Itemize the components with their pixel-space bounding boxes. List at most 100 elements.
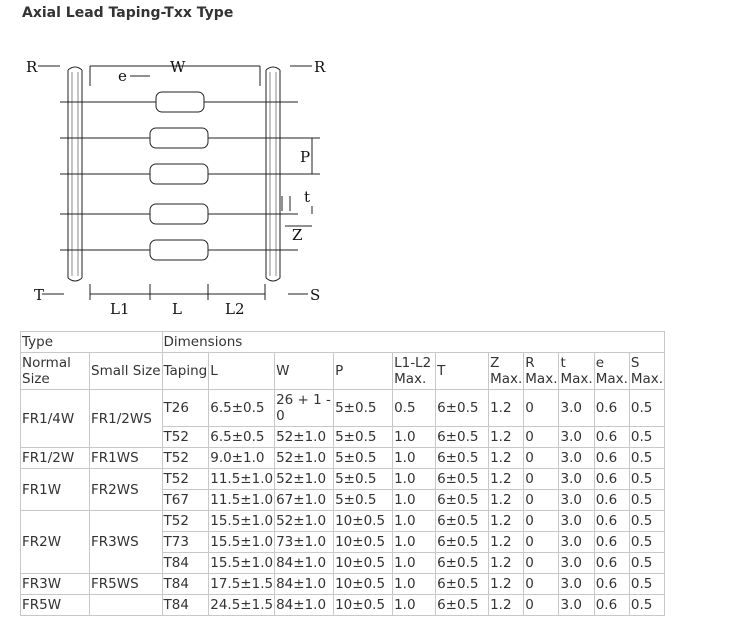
cell-normal-size: FR1/2W <box>20 447 90 469</box>
cell-s: 0.5 <box>628 573 666 595</box>
header-normal-size: Normal Size <box>20 352 90 390</box>
cell-l: 15.5±1.0 <box>208 552 276 574</box>
cell-e: 0.6 <box>593 573 630 595</box>
cell-w: 84±1.0 <box>274 552 335 574</box>
cell-s: 0.5 <box>628 468 666 490</box>
cell-l: 6.5±0.5 <box>208 426 276 448</box>
cell-s: 0.5 <box>628 531 666 553</box>
cell-p: 5±0.5 <box>333 447 394 469</box>
cell-e: 0.6 <box>593 531 630 553</box>
cell-z: 1.2 <box>488 426 525 448</box>
cell-t: 3.0 <box>558 489 595 511</box>
cell-r: 0 <box>523 510 560 532</box>
cell-z: 1.2 <box>488 468 525 490</box>
cell-r: 0 <box>523 594 560 616</box>
label-t: T <box>34 286 44 304</box>
cell-small-size: FR3WS <box>89 510 163 574</box>
label-l: L <box>172 300 182 318</box>
cell-w: 84±1.0 <box>274 573 335 595</box>
cell-l1l2: 1.0 <box>392 594 437 616</box>
cell-l1l2: 0.5 <box>392 389 437 427</box>
cell-l1l2: 1.0 <box>392 552 437 574</box>
cell-taping: T52 <box>161 468 210 490</box>
cell-l: 11.5±1.0 <box>208 468 276 490</box>
label-p: P <box>300 148 310 166</box>
cell-l: 17.5±1.5 <box>208 573 276 595</box>
cell-w: 73±1.0 <box>274 531 335 553</box>
header-row-2: Normal Size Small Size Taping L W P L1-L… <box>20 352 666 390</box>
cell-t: 6±0.5 <box>435 426 490 448</box>
label-l1: L1 <box>110 300 130 318</box>
cell-small-size: FR1/2WS <box>89 389 163 448</box>
cell-t: 6±0.5 <box>435 573 490 595</box>
label-e: e <box>118 67 127 85</box>
header-dimensions: Dimensions <box>161 331 666 353</box>
cell-p: 5±0.5 <box>333 489 394 511</box>
cell-l1l2: 1.0 <box>392 573 437 595</box>
cell-s: 0.5 <box>628 510 666 532</box>
cell-e: 0.6 <box>593 447 630 469</box>
cell-r: 0 <box>523 489 560 511</box>
cell-normal-size: FR2W <box>20 510 90 574</box>
cell-small-size <box>89 594 163 616</box>
label-l2: L2 <box>225 300 245 318</box>
cell-p: 5±0.5 <box>333 468 394 490</box>
cell-t: 6±0.5 <box>435 531 490 553</box>
header-s: S Max. <box>628 352 666 390</box>
cell-r: 0 <box>523 552 560 574</box>
cell-z: 1.2 <box>488 510 525 532</box>
cell-t: 3.0 <box>558 426 595 448</box>
cell-w: 67±1.0 <box>274 489 335 511</box>
label-s: S <box>310 286 320 304</box>
header-t-small: t Max. <box>558 352 595 390</box>
cell-t: 6±0.5 <box>435 447 490 469</box>
header-r: R Max. <box>523 352 560 390</box>
header-l: L <box>208 352 276 390</box>
cell-p: 10±0.5 <box>333 573 394 595</box>
cell-t: 3.0 <box>558 594 595 616</box>
cell-r: 0 <box>523 531 560 553</box>
cell-l1l2: 1.0 <box>392 489 437 511</box>
cell-t: 3.0 <box>558 531 595 553</box>
cell-normal-size: FR3W <box>20 573 90 595</box>
cell-r: 0 <box>523 426 560 448</box>
cell-r: 0 <box>523 447 560 469</box>
cell-l1l2: 1.0 <box>392 426 437 448</box>
cell-t: 6±0.5 <box>435 510 490 532</box>
dimensions-table: Type Dimensions Normal Size Small Size T… <box>20 331 666 616</box>
cell-z: 1.2 <box>488 389 525 427</box>
cell-z: 1.2 <box>488 447 525 469</box>
cell-t: 6±0.5 <box>435 594 490 616</box>
cell-taping: T67 <box>161 489 210 511</box>
cell-e: 0.6 <box>593 426 630 448</box>
label-z: Z <box>292 226 302 244</box>
cell-taping: T26 <box>161 389 210 427</box>
cell-t: 6±0.5 <box>435 552 490 574</box>
cell-z: 1.2 <box>488 489 525 511</box>
header-w: W <box>274 352 335 390</box>
cell-l1l2: 1.0 <box>392 510 437 532</box>
cell-l: 6.5±0.5 <box>208 389 276 427</box>
cell-l1l2: 1.0 <box>392 447 437 469</box>
header-type: Type <box>20 331 163 353</box>
cell-p: 10±0.5 <box>333 531 394 553</box>
cell-z: 1.2 <box>488 531 525 553</box>
label-r-left: R <box>26 58 38 76</box>
cell-t: 6±0.5 <box>435 389 490 427</box>
cell-p: 10±0.5 <box>333 552 394 574</box>
cell-l1l2: 1.0 <box>392 468 437 490</box>
cell-r: 0 <box>523 389 560 427</box>
label-r-right: R <box>314 58 326 76</box>
cell-taping: T84 <box>161 552 210 574</box>
cell-t: 3.0 <box>558 573 595 595</box>
cell-w: 26 + 1 - 0 <box>274 389 335 427</box>
cell-normal-size: FR1/4W <box>20 389 90 448</box>
cell-s: 0.5 <box>628 389 666 427</box>
